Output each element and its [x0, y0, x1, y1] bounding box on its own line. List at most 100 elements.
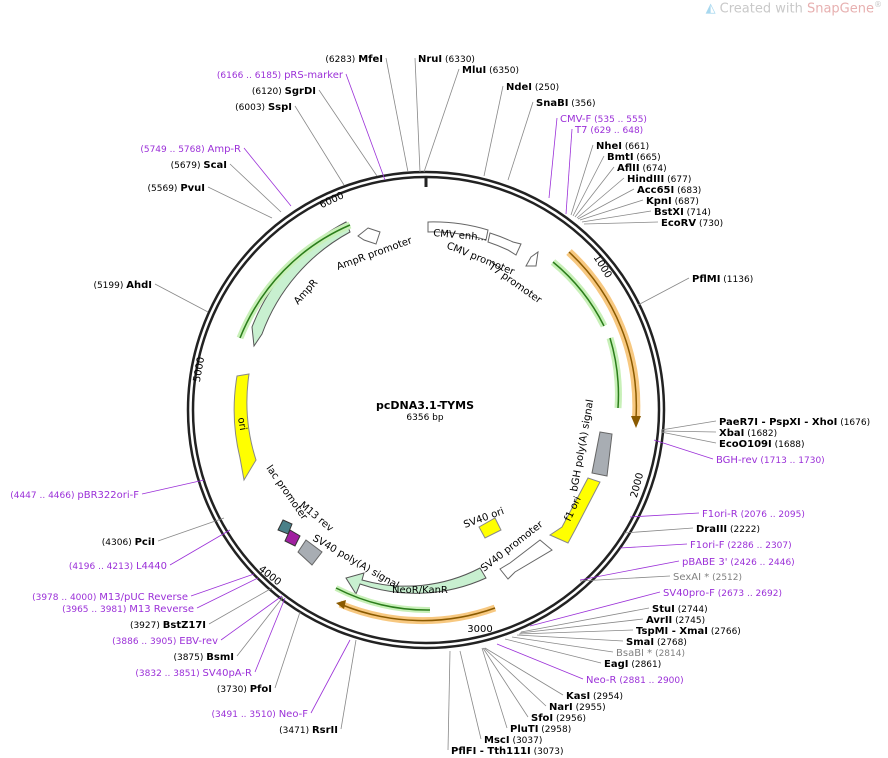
watermark-prefix: Created with	[719, 1, 807, 17]
site-name: pBR322ori-F	[77, 490, 139, 501]
enzyme-site-pvui: (5569) PvuI	[148, 183, 206, 194]
f1-ori-feature	[548, 477, 601, 544]
site-name: StuI	[652, 604, 675, 615]
enzyme-site-pcii: (4306) PciI	[102, 537, 155, 548]
site-name: CMV-F	[560, 114, 591, 125]
primer-site-bsabi: BsaBI * (2814)	[616, 648, 685, 659]
site-position: (3730)	[217, 685, 247, 695]
enzyme-site-nrui: NruI (6330)	[418, 54, 475, 65]
tick-6000: 6000	[318, 190, 346, 211]
enzyme-site-avrii: AvrII (2745)	[646, 615, 705, 626]
feature-cmv-enh: CMV enh...	[433, 228, 488, 244]
enzyme-site-acc65i: Acc65I (683)	[637, 185, 701, 196]
site-name: SfoI	[531, 713, 553, 724]
site-position: (3037)	[512, 736, 542, 746]
site-name: BsmI	[206, 652, 234, 663]
ampr-promoter-feature	[357, 227, 381, 245]
enzyme-site-bsmi: (3875) BsmI	[173, 652, 234, 663]
leader-line	[414, 57, 421, 173]
green-arrow-1	[550, 259, 608, 328]
leader-line	[157, 517, 225, 542]
enzyme-site-sfoi: SfoI (2956)	[531, 713, 586, 724]
site-position: (3978 .. 4000)	[32, 593, 96, 603]
primer-site-t7: T7 (629 .. 648)	[574, 125, 643, 136]
leader-line	[484, 647, 564, 696]
site-position: (2222)	[730, 525, 760, 535]
feature-bgh-polya: bGH poly(A) signal	[569, 399, 596, 493]
neor-kanr-feature	[345, 567, 487, 596]
site-name: TspMI - XmaI	[636, 626, 708, 637]
site-position: (3832 .. 3851)	[135, 669, 199, 679]
site-name: MfeI	[358, 54, 383, 65]
enzyme-site-pfoi: (3730) PfoI	[217, 684, 272, 695]
site-name: EagI	[604, 659, 628, 670]
site-position: (250)	[535, 83, 559, 93]
enzyme-site-sgrdi: (6120) SgrDI	[252, 86, 316, 97]
site-position: (3965 .. 3981)	[62, 605, 126, 615]
site-position: (6350)	[489, 66, 519, 76]
enzyme-site-aflii: AflII (674)	[617, 163, 667, 174]
site-name: XbaI	[719, 428, 744, 439]
site-position: (3927)	[130, 621, 160, 631]
site-position: (4196 .. 4213)	[69, 562, 133, 572]
leader-line	[570, 144, 594, 216]
site-name: KasI	[566, 691, 590, 702]
leader-line	[229, 163, 282, 213]
leader-line	[141, 479, 205, 495]
site-name: NheI	[596, 141, 622, 152]
site-position: (4447 .. 4466)	[10, 491, 74, 501]
leader-line	[423, 68, 460, 173]
enzyme-site-pflmi: PflMI (1136)	[692, 274, 753, 285]
leader-line	[318, 89, 378, 177]
ori-feature	[233, 373, 257, 482]
site-name: ScaI	[203, 160, 227, 171]
site-name: SnaBI	[536, 98, 568, 109]
leader-line	[623, 527, 694, 534]
watermark: ◭Created with SnapGene®	[706, 0, 882, 16]
enzyme-site-bstxi: BstXI (714)	[654, 207, 711, 218]
leader-line	[483, 85, 504, 177]
lac-feature	[284, 529, 301, 547]
enzyme-site-sspi: (6003) SspI	[235, 102, 292, 113]
primer-site-neo-r: Neo-R (2881 .. 2900)	[586, 675, 684, 686]
leader-line	[653, 439, 714, 460]
site-position: (1682)	[747, 429, 777, 439]
leader-line	[507, 101, 534, 181]
leader-line	[154, 283, 209, 313]
site-name: pBABE 3'	[682, 557, 728, 568]
site-position: (5199)	[93, 281, 123, 291]
tick-4000: 4000	[256, 564, 283, 588]
leader-line	[274, 611, 301, 689]
leader-line	[637, 277, 690, 306]
site-name: NarI	[549, 702, 573, 713]
leader-line	[483, 647, 547, 707]
site-position: (2768)	[657, 638, 687, 648]
site-name: Neo-F	[279, 709, 309, 720]
site-name: Neo-R	[586, 675, 617, 686]
leader-line	[481, 647, 508, 729]
tyms-arrowhead	[631, 416, 641, 428]
site-position: (4306)	[102, 538, 132, 548]
site-position: (3471)	[279, 726, 309, 736]
enzyme-site-ahdi: (5199) AhdI	[93, 280, 152, 291]
site-position: (629 .. 648)	[590, 126, 643, 136]
leader-line	[518, 629, 634, 635]
site-position: (2076 .. 2095)	[741, 510, 805, 520]
leader-line	[511, 636, 614, 653]
site-name: BstXI	[654, 207, 684, 218]
enzyme-site-snabi: SnaBI (356)	[536, 98, 596, 109]
leader-line	[660, 420, 717, 431]
snapgene-logo-icon: ◭	[705, 1, 716, 17]
enzyme-site-ecoo109i: EcoO109I (1688)	[719, 439, 805, 450]
site-position: (2956)	[556, 714, 586, 724]
site-name: EBV-rev	[179, 636, 218, 647]
leader-line	[629, 512, 700, 518]
site-position: (1713 .. 1730)	[760, 456, 824, 466]
site-name: F1ori-R	[702, 509, 738, 520]
enzyme-site-nhei: NheI (661)	[596, 141, 649, 152]
site-name: BstZ17I	[163, 620, 206, 631]
cmv-enhancer-feature	[427, 221, 489, 241]
site-name: HindIII	[627, 174, 664, 185]
site-position: (2958)	[541, 725, 571, 735]
